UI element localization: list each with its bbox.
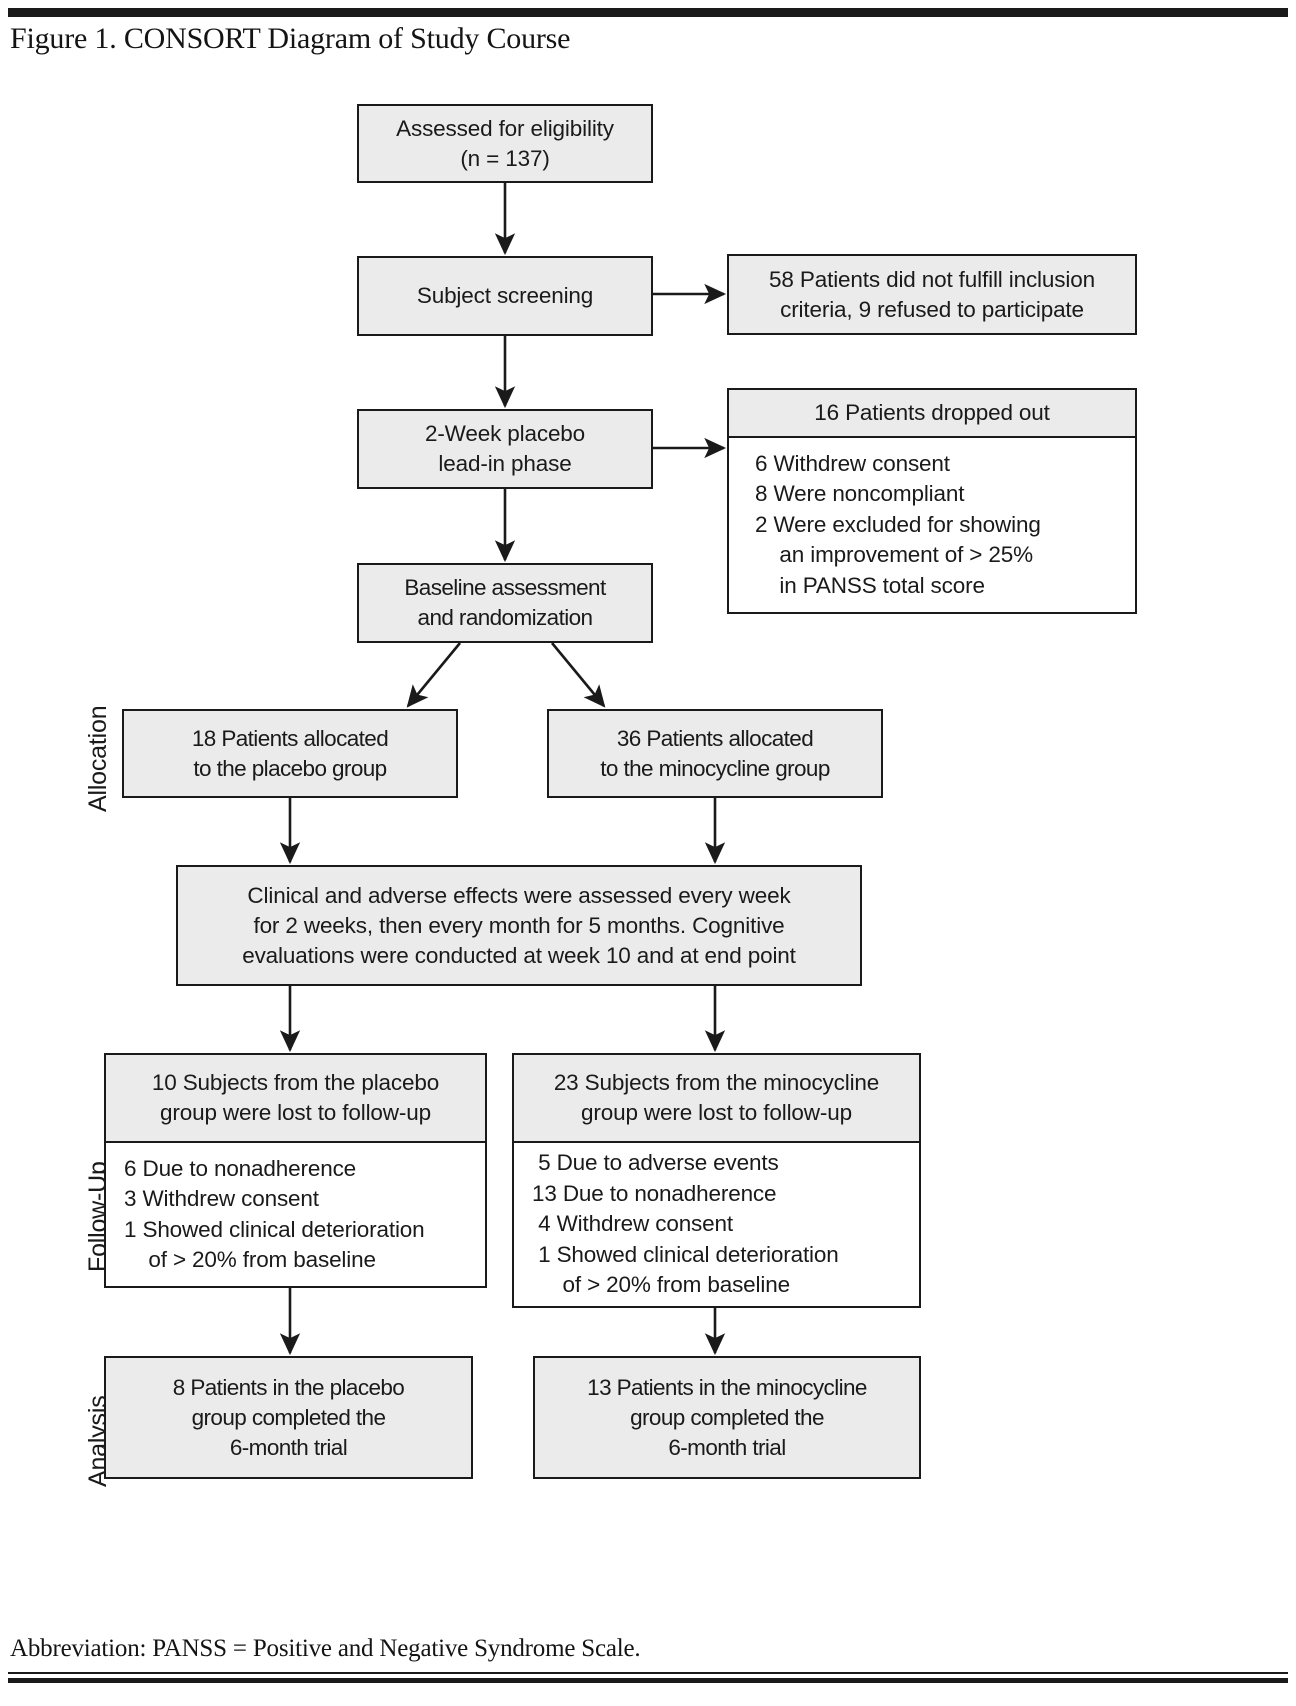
node-lost-followup-minocycline: 23 Subjects from the minocycline group w… xyxy=(512,1053,921,1308)
node-line: 1 Showed clinical deterioration xyxy=(124,1216,425,1242)
node-line: 6 Due to nonadherence xyxy=(124,1155,357,1181)
node-line: group completed the xyxy=(630,1404,824,1430)
node-line: to the minocycline group xyxy=(600,755,830,781)
node-line: 3 Withdrew consent xyxy=(124,1186,319,1211)
stage-label-allocation: Allocation xyxy=(84,705,112,812)
node-line: Clinical and adverse effects were assess… xyxy=(247,882,791,908)
node-line: 4 Withdrew consent xyxy=(532,1211,733,1237)
node-line: 6 Withdrew consent xyxy=(755,450,950,476)
node-line: of > 20% from baseline xyxy=(124,1247,376,1272)
figure-title: Figure 1. CONSORT Diagram of Study Cours… xyxy=(10,22,571,55)
node-line: group were lost to follow-up xyxy=(160,1100,431,1125)
node-line: 8 Patients in the placebo xyxy=(172,1374,405,1400)
node-line: 8 Were noncompliant xyxy=(755,481,965,507)
node-allocated-placebo: 18 Patients allocated to the placebo gro… xyxy=(122,709,458,798)
node-line: of > 20% from baseline xyxy=(532,1272,791,1298)
node-line: and randomization xyxy=(417,605,594,630)
node-line: Subject screening xyxy=(416,283,594,308)
node-line: Baseline assessment xyxy=(404,575,606,600)
node-line: 6-month trial xyxy=(229,1434,348,1460)
top-rule xyxy=(8,8,1288,17)
node-header: 10 Subjects from the placebo group were … xyxy=(106,1055,485,1143)
node-line: 5 Due to adverse events xyxy=(532,1150,779,1176)
node-body: 6 Withdrew consent 8 Were noncompliant 2… xyxy=(729,438,1135,612)
node-line: for 2 weeks, then every month for 5 mont… xyxy=(253,912,785,938)
node-line: evaluations were conducted at week 10 an… xyxy=(242,942,796,968)
node-line: 2-Week placebo xyxy=(424,421,586,446)
node-line: lead-in phase xyxy=(438,451,572,476)
node-line: in PANSS total score xyxy=(755,572,985,598)
node-line: 13 Patients in the minocycline xyxy=(587,1374,867,1400)
node-body: 5 Due to adverse events 13 Due to nonadh… xyxy=(514,1143,919,1306)
node-baseline-randomization: Baseline assessment and randomization xyxy=(357,563,653,643)
node-line: 23 Subjects from the minocycline xyxy=(553,1070,880,1095)
node-allocated-minocycline: 36 Patients allocated to the minocycline… xyxy=(547,709,883,798)
node-line: Assessed for eligibility xyxy=(396,115,614,141)
node-assessment-schedule: Clinical and adverse effects were assess… xyxy=(176,865,862,986)
node-line: 13 Due to nonadherence xyxy=(532,1180,777,1206)
node-line: group were lost to follow-up xyxy=(581,1100,852,1125)
node-line: (n = 137) xyxy=(460,145,550,171)
footer-rule-thin xyxy=(8,1672,1288,1674)
node-line: an improvement of > 25% xyxy=(755,542,1033,568)
node-line: criteria, 9 refused to participate xyxy=(780,296,1084,322)
node-lost-followup-placebo: 10 Subjects from the placebo group were … xyxy=(104,1053,487,1288)
node-line: group completed the xyxy=(191,1404,386,1430)
node-assessed-for-eligibility: Assessed for eligibility (n = 137) xyxy=(357,104,653,183)
node-body: 6 Due to nonadherence 3 Withdrew consent… xyxy=(106,1143,485,1286)
node-header: 23 Subjects from the minocycline group w… xyxy=(514,1055,919,1143)
node-line: 18 Patients allocated xyxy=(191,725,389,751)
node-line: 58 Patients did not fulfill inclusion xyxy=(769,266,1095,292)
node-dropped-out: 16 Patients dropped out 6 Withdrew conse… xyxy=(727,388,1137,614)
figure-footer: Abbreviation: PANSS = Positive and Negat… xyxy=(10,1635,641,1662)
node-analysis-minocycline: 13 Patients in the minocycline group com… xyxy=(533,1356,921,1479)
node-placebo-lead-in: 2-Week placebo lead-in phase xyxy=(357,409,653,489)
node-analysis-placebo: 8 Patients in the placebo group complete… xyxy=(104,1356,473,1479)
node-line: 1 Showed clinical deterioration xyxy=(532,1241,839,1267)
node-header: 16 Patients dropped out xyxy=(729,390,1135,438)
node-line: 10 Subjects from the placebo xyxy=(151,1070,440,1095)
node-line: 2 Were excluded for showing xyxy=(755,511,1041,537)
node-line: 36 Patients allocated xyxy=(616,725,814,751)
footer-rule-thick xyxy=(8,1678,1288,1683)
node-subject-screening: Subject screening xyxy=(357,256,653,336)
node-line: to the placebo group xyxy=(193,755,387,781)
node-excluded-at-screening: 58 Patients did not fulfill inclusion cr… xyxy=(727,254,1137,335)
node-line: 6-month trial xyxy=(668,1434,786,1460)
